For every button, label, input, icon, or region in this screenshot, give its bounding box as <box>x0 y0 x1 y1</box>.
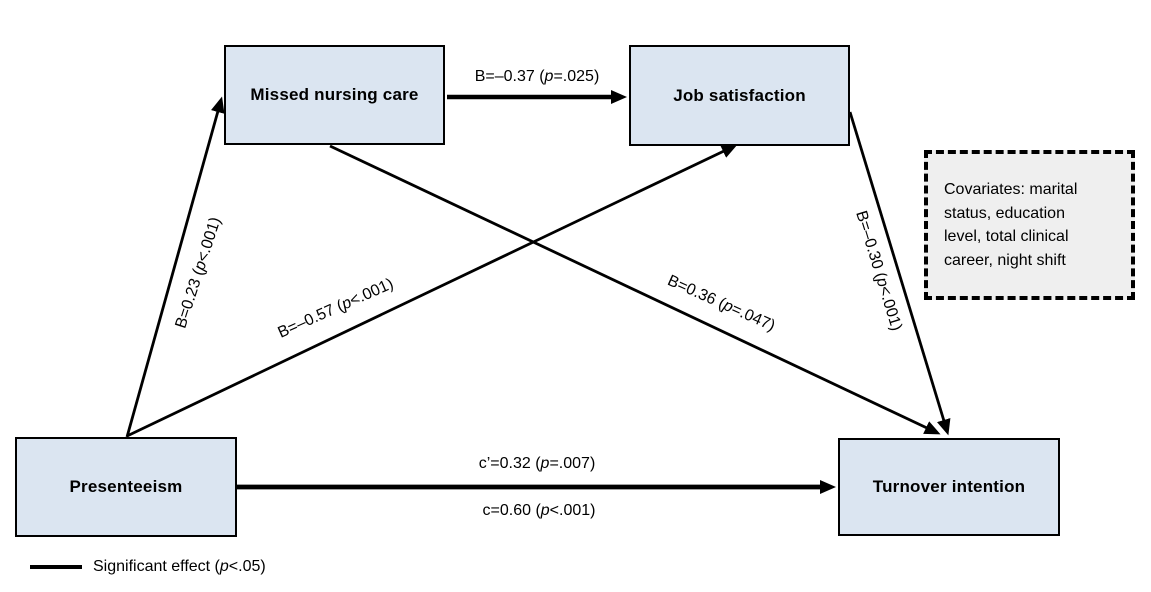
coefficient-text: c=0.60 ( <box>482 502 541 519</box>
coefficient-text: c’=0.32 ( <box>478 455 541 472</box>
covariates-line: status, education <box>944 204 1065 222</box>
covariates-line: level, total clinical <box>944 228 1069 245</box>
node-label: Job satisfaction <box>673 85 806 105</box>
node-missed-nursing-care: Missed nursing care <box>224 45 445 145</box>
arrow-job-to-turnover <box>848 111 951 436</box>
legend: Significant effect (p<.05) <box>30 558 266 576</box>
arrow-presenteeism-to-job <box>126 144 738 438</box>
node-job-satisfaction: Job satisfaction <box>629 45 850 146</box>
node-label: Turnover intention <box>872 477 1026 496</box>
covariates-line: career, night shift <box>944 251 1066 269</box>
legend-label: Significant effect (p<.05) <box>93 558 266 576</box>
coefficient-text: <.001) <box>549 502 596 519</box>
coefficient-text: B=–0.37 ( <box>474 68 545 85</box>
covariates-line: Covariates: marital <box>944 181 1078 198</box>
arrow-presenteeism-to-missed <box>125 96 225 438</box>
path-label-direct-effect: c’=0.32 (p=.007) <box>479 455 596 473</box>
path-label-missed-to-job: B=–0.37 (p=.025) <box>475 68 600 86</box>
covariates-box: Covariates: marital status, education le… <box>924 150 1135 300</box>
legend-line-swatch <box>30 565 82 569</box>
legend-text: Significant effect ( <box>93 558 220 575</box>
p-symbol: p <box>540 502 550 519</box>
arrow-missed-to-turnover <box>329 144 941 435</box>
node-label: Presenteeism <box>69 477 183 496</box>
coefficient-text: =.025) <box>553 68 600 85</box>
legend-text: <.05) <box>228 558 266 575</box>
p-symbol: p <box>540 455 550 472</box>
node-presenteeism: Presenteeism <box>15 437 237 537</box>
coefficient-text: =.007) <box>549 455 596 472</box>
path-label-total-effect: c=0.60 (p<.001) <box>483 502 596 520</box>
p-symbol: p <box>219 558 229 575</box>
node-label: Missed nursing care <box>250 85 419 104</box>
node-turnover-intention: Turnover intention <box>838 438 1060 536</box>
p-symbol: p <box>544 68 554 85</box>
